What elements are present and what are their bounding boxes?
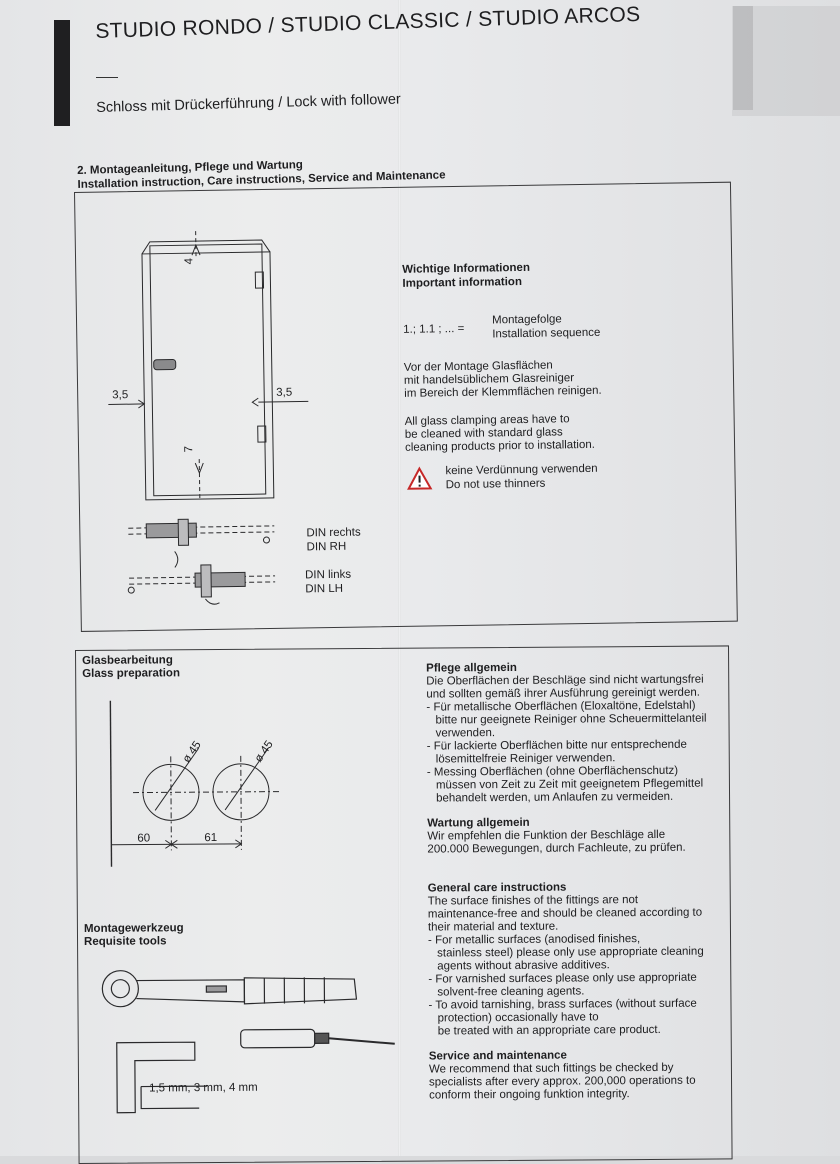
general-line-5: stainless steel) please only use appropr… [428,946,708,961]
dim-right: 3,5 [276,387,292,399]
hex-key-sizes: 1,5 mm, 3 mm, 4 mm [149,1082,258,1096]
glass-heading-de: Glasbearbeitung [82,654,173,668]
background-sheet-bar [733,6,753,110]
info-heading-en: Important information [402,276,522,291]
door-diagram [106,229,330,512]
glass-edge [110,701,111,867]
wartung-line-2: 200.000 Bewegungen, durch Fachleute, zu … [427,842,707,857]
care-text-block: Pflege allgemein Die Oberflächen der Bes… [426,661,709,1103]
sequence-de: Montagefolge [492,313,562,327]
wrench-icon [102,969,356,1007]
glass-preparation-diagram [102,699,303,880]
pflege-line-6: - Für lackierte Oberflächen bitte nur en… [427,739,707,754]
care-box: Glasbearbeitung Glass preparation ø 45 ø… [75,645,733,1164]
general-line-2: maintenance-free and should be cleaned a… [428,907,708,922]
dim-hole-to-hole: 61 [204,832,217,844]
glass-heading-en: Glass preparation [82,667,180,681]
din-rechts-label: DIN rechts [306,527,361,540]
din-mechanism-diagram [124,518,285,611]
clean-instructions-en: All glass clamping areas have to be clea… [405,413,595,455]
title-divider [96,77,118,78]
sequence-symbol: 1.; 1.1 ; ... = [403,323,464,337]
screwdriver-icon [241,1029,395,1048]
hex-key-icon [117,1042,207,1113]
installation-box: 4 7 3,5 3,5 DIN rechts DIN RH DIN links … [74,182,738,632]
pflege-line-10: behandelt werden, um Anlaufen zu vermeid… [427,791,707,806]
clean-en-line-3: cleaning products prior to installation. [405,439,595,455]
service-line-2: specialists after every approx. 200,000 … [429,1075,709,1090]
tools-heading-de: Montagewerkzeug [84,922,184,936]
tools-heading-en: Requisite tools [84,935,167,949]
dim-top: 4 [183,258,195,265]
warning-en: Do not use thinners [446,478,546,493]
general-line-9: - To avoid tarnishing, brass surfaces (w… [428,998,708,1013]
service-line-3: conform their ongoing funktion integrity… [429,1088,709,1103]
din-rh-label: DIN RH [307,541,347,554]
din-lh-label: DIN LH [305,583,343,596]
warning-de: keine Verdünnung verwenden [445,463,597,478]
info-heading-de: Wichtige Informationen [402,262,530,277]
din-links-label: DIN links [305,569,351,582]
dim-edge-to-hole: 60 [137,832,150,844]
pflege-line-4: bitte nur geeignete Reiniger ohne Scheue… [426,713,706,728]
clean-de-line-3: im Bereich der Klemmflächen reinigen. [404,385,602,401]
lock [154,359,176,369]
dim-left: 3,5 [112,389,128,401]
warning-triangle-icon [407,467,431,489]
sequence-en: Installation sequence [492,327,600,342]
header-accent-bar [54,20,70,126]
clean-instructions-de: Vor der Montage Glasflächen mit handelsü… [404,359,602,401]
general-line-7: - For varnished surfaces please only use… [428,972,708,987]
door-frame [142,252,274,500]
dim-bottom: 7 [183,446,195,453]
